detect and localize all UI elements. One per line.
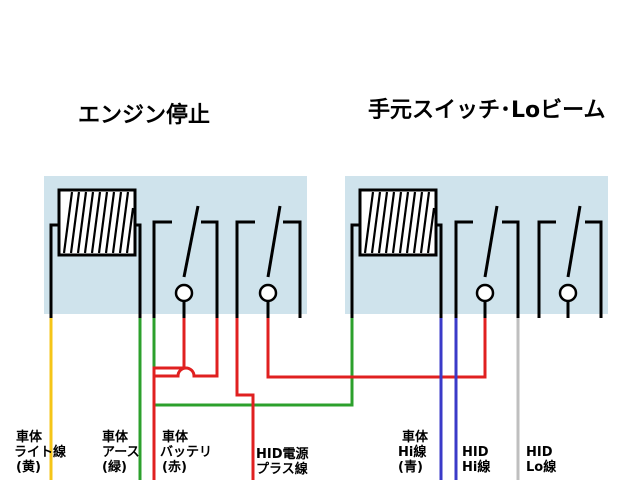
relay-left [44,176,307,318]
label-hid-hi: HID Hi線 [462,445,491,475]
svg-text:(青): (青) [398,459,423,475]
relay-left-coil [49,188,142,318]
svg-text:プラス線: プラス線 [256,461,309,477]
label-body-battery: 車体 バッテリ (赤) [160,429,212,475]
wire-red-battery [152,318,186,480]
svg-text:アース: アース [102,445,140,460]
title-engine-stop: エンジン停止 [78,102,210,128]
svg-text:車体: 車体 [162,429,189,445]
svg-text:Hi線: Hi線 [462,459,491,475]
svg-text:車体: 車体 [102,429,129,445]
relay-right [345,176,608,318]
label-body-light: 車体 ライト線 (黄) [14,429,67,475]
svg-text:バッテリ: バッテリ [160,445,212,460]
svg-text:HID: HID [462,445,489,460]
svg-text:(赤): (赤) [162,459,187,475]
relay-right-switch-2 [537,205,603,318]
svg-text:ライト線: ライト線 [14,444,67,460]
svg-text:車体: 車体 [16,429,43,445]
relay-left-switch-2 [235,205,302,318]
relay-left-switch-1 [152,205,219,318]
label-hid-power: HID電源 プラス線 [256,446,309,477]
svg-text:車体: 車体 [402,429,429,445]
svg-text:HID電源: HID電源 [256,446,309,462]
title-hand-switch-lo-beam: 手元スイッチ･Loビーム [368,98,605,123]
label-body-hi: 車体 Hi線 (青) [398,429,429,475]
svg-text:HID: HID [526,445,553,460]
relay-right-coil [350,188,443,318]
relay-right-switch-1 [454,205,520,318]
wire-red-hid-power [235,318,255,480]
wire-red-cross-link [266,318,487,379]
wire-red-switch-link [154,318,219,378]
svg-text:(黄): (黄) [16,459,41,475]
svg-text:Hi線: Hi線 [398,444,427,460]
svg-text:(緑): (緑) [102,459,127,475]
label-hid-lo: HID Lo線 [526,445,557,475]
svg-text:Lo線: Lo線 [526,459,557,475]
label-body-earth: 車体 アース (緑) [102,429,140,475]
